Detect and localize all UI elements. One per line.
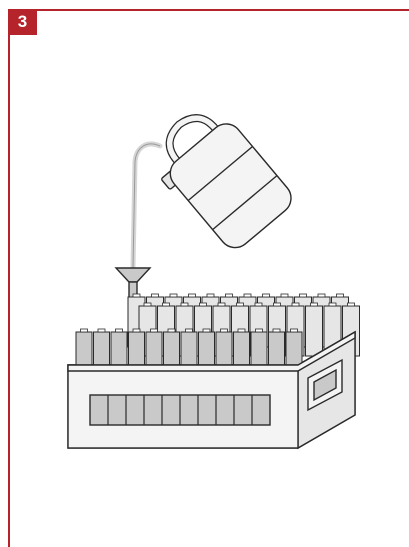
battery-cell-cap [143, 302, 152, 307]
battery-cell-cap [132, 328, 141, 333]
battery-cell-cap [202, 328, 211, 333]
battery-cell-cap [336, 293, 344, 298]
battery-cell-cap [115, 328, 123, 333]
battery-cell [93, 331, 110, 369]
panel-left-border [8, 9, 10, 547]
battery-pack-icon [67, 293, 360, 450]
battery-cell-cap [262, 293, 270, 298]
battery-cell [128, 331, 145, 369]
battery-cell [305, 305, 323, 357]
battery-cell [285, 331, 303, 369]
battery-cell-cap [273, 302, 281, 307]
battery-cell-cap [220, 328, 228, 333]
battery-cell [198, 331, 215, 369]
battery-cell-cap [80, 328, 88, 333]
battery-cell-cap [290, 328, 298, 333]
battery-cell [268, 331, 285, 369]
battery-cell [145, 331, 163, 369]
battery-cell-cap [328, 302, 337, 307]
battery-cell-cap [167, 328, 176, 333]
battery-cell-cap [299, 293, 307, 298]
battery-cell-cap [162, 302, 170, 307]
battery-cell-cap [150, 328, 158, 333]
battery-cell-cap [237, 328, 246, 333]
battery-cell [75, 331, 93, 369]
liquid-stream [130, 141, 163, 271]
battery-cell-cap [97, 328, 106, 333]
panel-top-border [8, 9, 409, 11]
battery-cell-cap [185, 328, 193, 333]
step-number-badge: 3 [8, 9, 37, 35]
battery-cell-cap [151, 293, 159, 298]
watering-can-icon [161, 114, 292, 249]
battery-cell-cap [180, 302, 189, 307]
battery-cell-cap [243, 293, 252, 298]
battery-cell [215, 331, 233, 369]
battery-cell [233, 331, 250, 369]
battery-cell-cap [255, 328, 263, 333]
battery-cell-cap [291, 302, 300, 307]
battery-cell-cap [254, 302, 263, 307]
battery-cell-cap [169, 293, 178, 298]
battery-cell-cap [225, 293, 233, 298]
battery-cell-cap [132, 293, 141, 298]
battery-cell-cap [199, 302, 207, 307]
battery-cell-cap [206, 293, 215, 298]
funnel-icon [114, 267, 152, 299]
battery-cell-cap [217, 302, 226, 307]
battery-cell-cap [317, 293, 326, 298]
battery-cell [163, 331, 180, 369]
battery-cell-cap [272, 328, 281, 333]
battery-cell-cap [310, 302, 318, 307]
battery-cell-cap [188, 293, 196, 298]
battery-cell [250, 331, 268, 369]
battery-cell-cap [236, 302, 244, 307]
battery-cell [180, 331, 198, 369]
battery-cell-cap [280, 293, 289, 298]
battery-cell [110, 331, 128, 369]
battery-cell-cap [347, 302, 355, 307]
